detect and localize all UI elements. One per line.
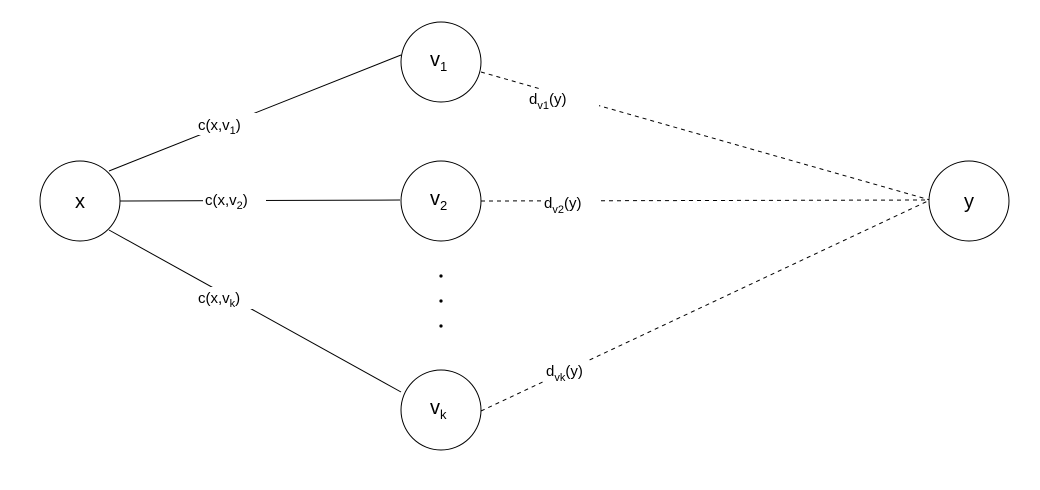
node-x: x — [39, 160, 121, 242]
node-label: v — [430, 397, 440, 419]
node-y: y — [928, 160, 1010, 242]
edge-label-d-v2-y: dv2(y) — [542, 193, 601, 217]
node-subscript: 1 — [440, 59, 447, 74]
label-post: ) — [236, 117, 241, 134]
svg-text:vk: vk — [430, 397, 447, 422]
label-sub: v1 — [537, 100, 549, 112]
node-label: v — [430, 49, 440, 71]
node-subscript: k — [440, 407, 447, 422]
ellipsis-dot — [439, 299, 443, 303]
svg-text:y: y — [964, 191, 974, 213]
svg-text:v1: v1 — [430, 49, 447, 74]
edge-label-c-x-v1: c(x,v1) — [196, 113, 262, 137]
label-sub: v2 — [552, 204, 564, 216]
svg-text:c(x,vk): c(x,vk) — [198, 290, 240, 310]
label-pre: c(x,v — [198, 290, 230, 307]
node-label: y — [964, 191, 974, 213]
label-post: (y) — [564, 195, 582, 212]
node-v1: v1 — [400, 21, 482, 103]
label-post: (y) — [565, 363, 583, 380]
edge-label-c-x-vk: c(x,vk) — [196, 287, 262, 310]
label-sub: 2 — [237, 200, 243, 212]
svg-text:x: x — [75, 191, 85, 213]
svg-text:dv2(y): dv2(y) — [544, 195, 581, 216]
label-pre: c(x,v — [205, 192, 237, 209]
svg-text:dv1(y): dv1(y) — [529, 91, 566, 112]
label-pre: c(x,v — [198, 117, 230, 134]
edge-label-d-vk-y: dvk(y) — [544, 361, 604, 385]
node-label: x — [75, 191, 85, 213]
edge-label-d-v1-y: dv1(y) — [527, 89, 599, 113]
label-post: (y) — [549, 91, 567, 108]
node-subscript: 2 — [440, 198, 447, 213]
ellipsis-dot — [439, 324, 443, 328]
label-sub: k — [230, 298, 236, 310]
edge-v1-y — [480, 71, 931, 201]
label-post: ) — [243, 192, 248, 209]
node-label: v — [430, 188, 440, 210]
label-pre: d — [546, 363, 554, 380]
ellipsis-dot — [439, 274, 443, 278]
edge-x-vk — [108, 229, 402, 393]
label-pre: d — [544, 195, 552, 212]
svg-text:c(x,v2): c(x,v2) — [205, 192, 248, 212]
edge-label-c-x-v2: c(x,v2) — [203, 190, 266, 212]
node-vk: vk — [400, 369, 482, 451]
svg-text:dvk(y): dvk(y) — [546, 363, 583, 384]
label-sub: vk — [554, 372, 566, 384]
label-post: ) — [235, 290, 240, 307]
node-v2: v2 — [400, 160, 482, 242]
svg-text:c(x,v1): c(x,v1) — [198, 117, 241, 137]
svg-text:v2: v2 — [430, 188, 447, 213]
label-pre: d — [529, 91, 537, 108]
label-sub: 1 — [230, 125, 236, 137]
vertical-ellipsis — [439, 274, 443, 328]
